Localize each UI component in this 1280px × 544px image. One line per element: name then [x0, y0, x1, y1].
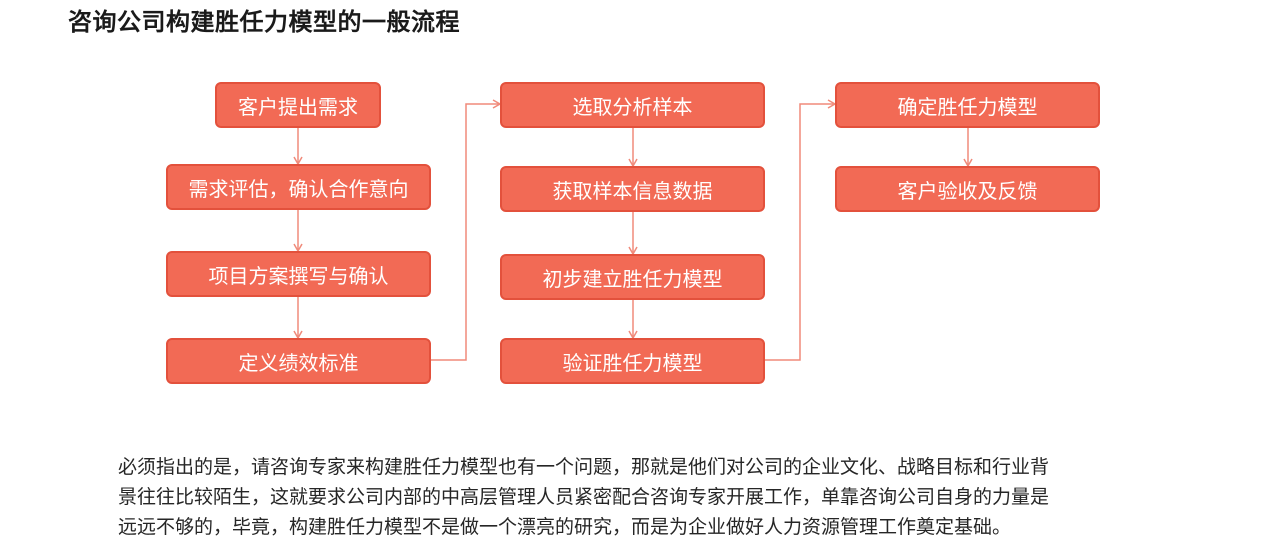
body-paragraph: 必须指出的是，请咨询专家来构建胜任力模型也有一个问题，那就是他们对公司的企业文化… [118, 452, 1178, 542]
step-initial-model: 初步建立胜任力模型 [500, 254, 765, 300]
page-title: 咨询公司构建胜任力模型的一般流程 [68, 8, 460, 36]
step-finalize-model: 确定胜任力模型 [835, 82, 1100, 128]
step-validate-model: 验证胜任力模型 [500, 338, 765, 384]
flow-connectors [293, 99, 973, 361]
step-needs-assessment: 需求评估，确认合作意向 [166, 164, 431, 210]
step-select-sample: 选取分析样本 [500, 82, 765, 128]
paragraph-line: 必须指出的是，请咨询专家来构建胜任力模型也有一个问题，那就是他们对公司的企业文化… [118, 456, 1050, 478]
paragraph-line: 景往往比较陌生，这就要求公司内部的中高层管理人员紧密配合咨询专家开展工作，单靠咨… [118, 486, 1050, 508]
step-collect-data: 获取样本信息数据 [500, 166, 765, 212]
arrow-c1-to-c2 [431, 99, 502, 361]
paragraph-line: 远远不够的，毕竟，构建胜任力模型不是做一个漂亮的研究，而是为企业做好人力资源管理… [118, 516, 1012, 538]
step-project-plan: 项目方案撰写与确认 [166, 251, 431, 297]
step-client-acceptance: 客户验收及反馈 [835, 166, 1100, 212]
step-define-performance: 定义绩效标准 [166, 338, 431, 384]
arrow-c2-to-c3 [765, 99, 837, 361]
step-client-request: 客户提出需求 [215, 82, 381, 128]
